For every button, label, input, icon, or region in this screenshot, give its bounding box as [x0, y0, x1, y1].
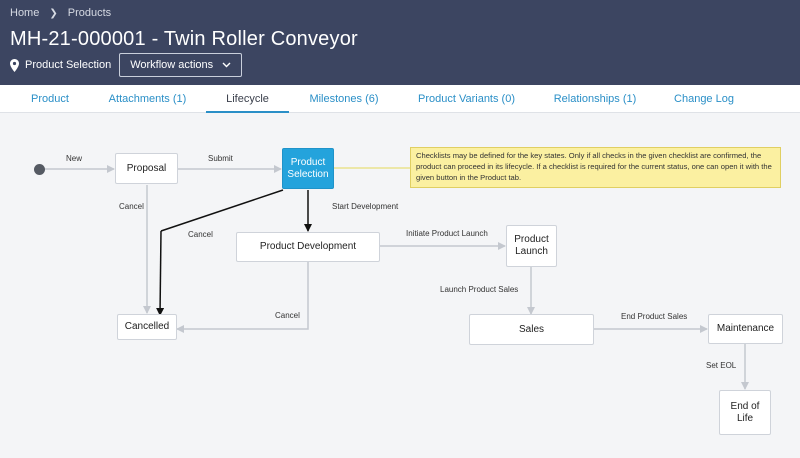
tab-change-log[interactable]: Change Log: [674, 93, 734, 105]
state-product-selection[interactable]: Product Selection: [282, 148, 334, 189]
transition-label-cancel-development: Cancel: [275, 311, 300, 320]
start-node: [34, 164, 45, 175]
breadcrumb-products[interactable]: Products: [67, 7, 112, 19]
transition-label-end-sales: End Product Sales: [621, 312, 688, 321]
current-state-label: Product Selection: [25, 59, 112, 71]
tab-lifecycle[interactable]: Lifecycle: [206, 85, 289, 113]
state-product-launch[interactable]: Product Launch: [506, 225, 557, 267]
tab-attachments[interactable]: Attachments (1): [108, 93, 187, 105]
transition-label-start-development: Start Development: [332, 202, 399, 211]
state-sales[interactable]: Sales: [469, 314, 594, 345]
state-product-development[interactable]: Product Development: [236, 232, 380, 262]
state-proposal[interactable]: Proposal: [115, 153, 178, 184]
tab-product-variants[interactable]: Product Variants (0): [417, 93, 515, 105]
tab-bar: Product Attachments (1) Lifecycle Milest…: [0, 85, 800, 113]
transition-label-launch-sales: Launch Product Sales: [440, 285, 519, 294]
location-pin-icon: [10, 58, 19, 72]
breadcrumb-home[interactable]: Home: [10, 7, 40, 19]
tab-product[interactable]: Product: [31, 93, 69, 105]
transition-label-cancel-proposal: Cancel: [119, 202, 144, 211]
transition-arrows: [45, 165, 749, 390]
current-state-row: Product Selection Workflow actions: [10, 53, 243, 77]
state-end-of-life[interactable]: End of Life: [719, 390, 771, 435]
state-maintenance[interactable]: Maintenance: [708, 314, 783, 344]
tab-milestones[interactable]: Milestones (6): [309, 93, 379, 105]
chevron-down-icon: [222, 62, 231, 68]
chevron-right-icon: ❯: [49, 7, 58, 19]
state-cancelled[interactable]: Cancelled: [117, 314, 177, 340]
lifecycle-diagram: Proposal Product Selection Product Devel…: [0, 113, 800, 458]
transition-label-set-eol: Set EOL: [706, 361, 737, 370]
checklist-info-note: Checklists may be defined for the key st…: [410, 147, 781, 188]
workflow-actions-button[interactable]: Workflow actions: [119, 53, 243, 77]
tab-relationships[interactable]: Relationships (1): [553, 93, 637, 105]
breadcrumb: Home ❯ Products: [10, 7, 111, 19]
transition-label-cancel-selection: Cancel: [188, 230, 213, 239]
transition-label-submit: Submit: [208, 154, 233, 163]
page-title: MH-21-000001 - Twin Roller Conveyor: [10, 28, 358, 50]
page-header: Home ❯ Products MH-21-000001 - Twin Roll…: [0, 0, 800, 85]
workflow-actions-label: Workflow actions: [130, 59, 214, 71]
transition-label-initiate-launch: Initiate Product Launch: [406, 229, 488, 238]
transition-label-new: New: [66, 154, 83, 163]
